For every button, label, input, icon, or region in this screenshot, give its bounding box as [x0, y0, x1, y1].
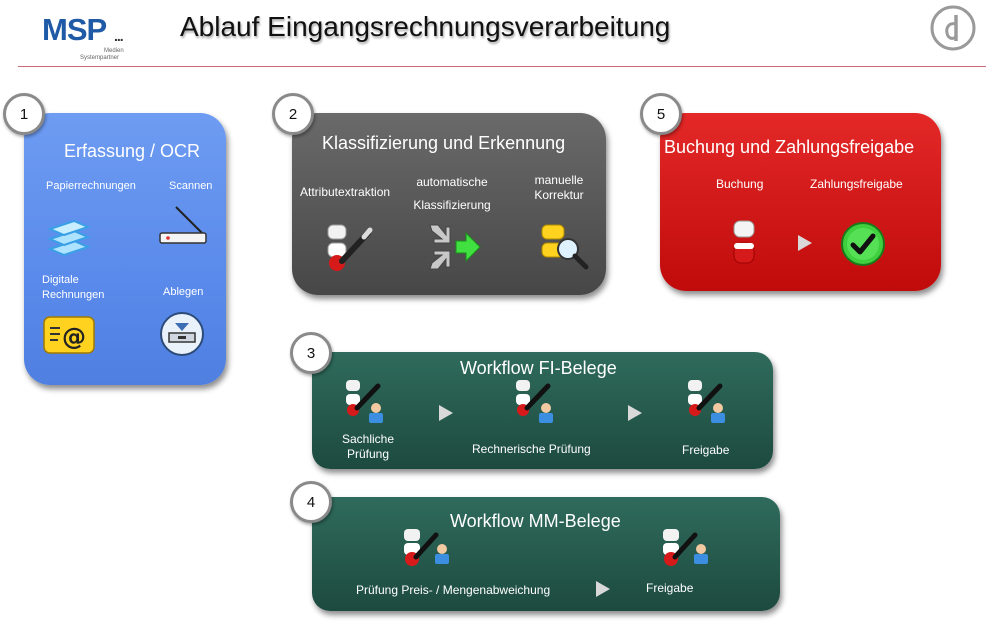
- step-heading: Buchung und Zahlungsfreigabe: [664, 137, 915, 157]
- step-heading: Klassifizierung und Erkennung: [322, 133, 566, 153]
- label-sachliche-pruefung: Sachliche Prüfung: [341, 432, 395, 461]
- logo-dots: ...: [114, 28, 124, 44]
- form-user-icon: [404, 529, 449, 566]
- workflow-mm-box: Workflow MM-Belege Prüfung Preis- / Meng…: [312, 497, 780, 611]
- label-digitale-rechnungen: Digitale Rechnungen: [42, 274, 105, 301]
- label-freigabe: Freigabe: [682, 443, 730, 457]
- step-number-4: 4: [290, 481, 332, 523]
- step-heading: Workflow FI-Belege: [460, 358, 617, 378]
- page-title: Ablauf Eingangsrechnungsverarbeitung: [180, 11, 671, 42]
- msp-logo: MSP ... Medien Systempartner: [42, 12, 132, 61]
- play-arrow-icon: [628, 405, 642, 421]
- label-ablegen: Ablegen: [163, 286, 204, 298]
- step-erfassung-box: Erfassung / OCR Papierrechnungen Scannen…: [24, 113, 226, 385]
- workflow-fi-box: Workflow FI-Belege Sachliche Prüfung Rec…: [312, 352, 773, 469]
- form-user-icon: [346, 380, 383, 423]
- step-heading: Erfassung / OCR: [64, 141, 201, 161]
- label-pruefung-preis-mengenabweichung: Prüfung Preis- / Mengenabweichung: [356, 583, 551, 597]
- step-number-3: 3: [290, 332, 332, 374]
- label-papierrechnungen: Papierrechnungen: [46, 180, 136, 192]
- classify-arrows-icon: [429, 224, 481, 270]
- label-attributextraktion: Attributextraktion: [300, 185, 391, 199]
- step-heading: Workflow MM-Belege: [450, 511, 621, 531]
- form-user-icon: [688, 380, 725, 423]
- step-number-2: 2: [272, 93, 314, 135]
- logo-subline-2: Systempartner: [80, 55, 120, 61]
- label-zahlungsfreigabe: Zahlungsfreigabe: [810, 177, 903, 191]
- step-klassifizierung-box: Klassifizierung und Erkennung Attributex…: [292, 113, 606, 295]
- play-arrow-icon: [798, 235, 812, 251]
- brand-mark-icon: [930, 5, 976, 51]
- step-number-5: 5: [640, 93, 682, 135]
- svg-text:@: @: [62, 323, 86, 351]
- form-fields-icon: [733, 220, 755, 264]
- label-buchung: Buchung: [716, 177, 764, 191]
- label-freigabe: Freigabe: [646, 581, 694, 595]
- form-user-icon: [663, 529, 708, 566]
- step-buchung-box: Buchung und Zahlungsfreigabe Buchung Zah…: [660, 113, 941, 291]
- file-tray-icon: [160, 312, 204, 356]
- play-arrow-icon: [596, 581, 610, 597]
- label-manuelle-korrektur: manuelle Korrektur: [534, 173, 584, 202]
- form-pen-icon: [327, 224, 373, 271]
- email-at-icon: @: [43, 316, 95, 354]
- checkmark-icon: [841, 222, 885, 266]
- form-user-icon: [516, 380, 553, 423]
- logo-subline-1: Medien: [104, 48, 124, 54]
- label-scannen: Scannen: [169, 180, 213, 192]
- label-rechnerische-pruefung: Rechnerische Prüfung: [472, 442, 591, 456]
- label-automatische-klassifizierung: automatische Klassifizierung: [413, 175, 491, 212]
- header-divider: [18, 66, 986, 67]
- scanner-icon: [159, 206, 207, 244]
- paper-stack-icon: [47, 219, 91, 257]
- step-number-1: 1: [3, 93, 45, 135]
- play-arrow-icon: [439, 405, 453, 421]
- logo-text: MSP: [42, 12, 107, 47]
- magnifier-icon: [541, 224, 589, 270]
